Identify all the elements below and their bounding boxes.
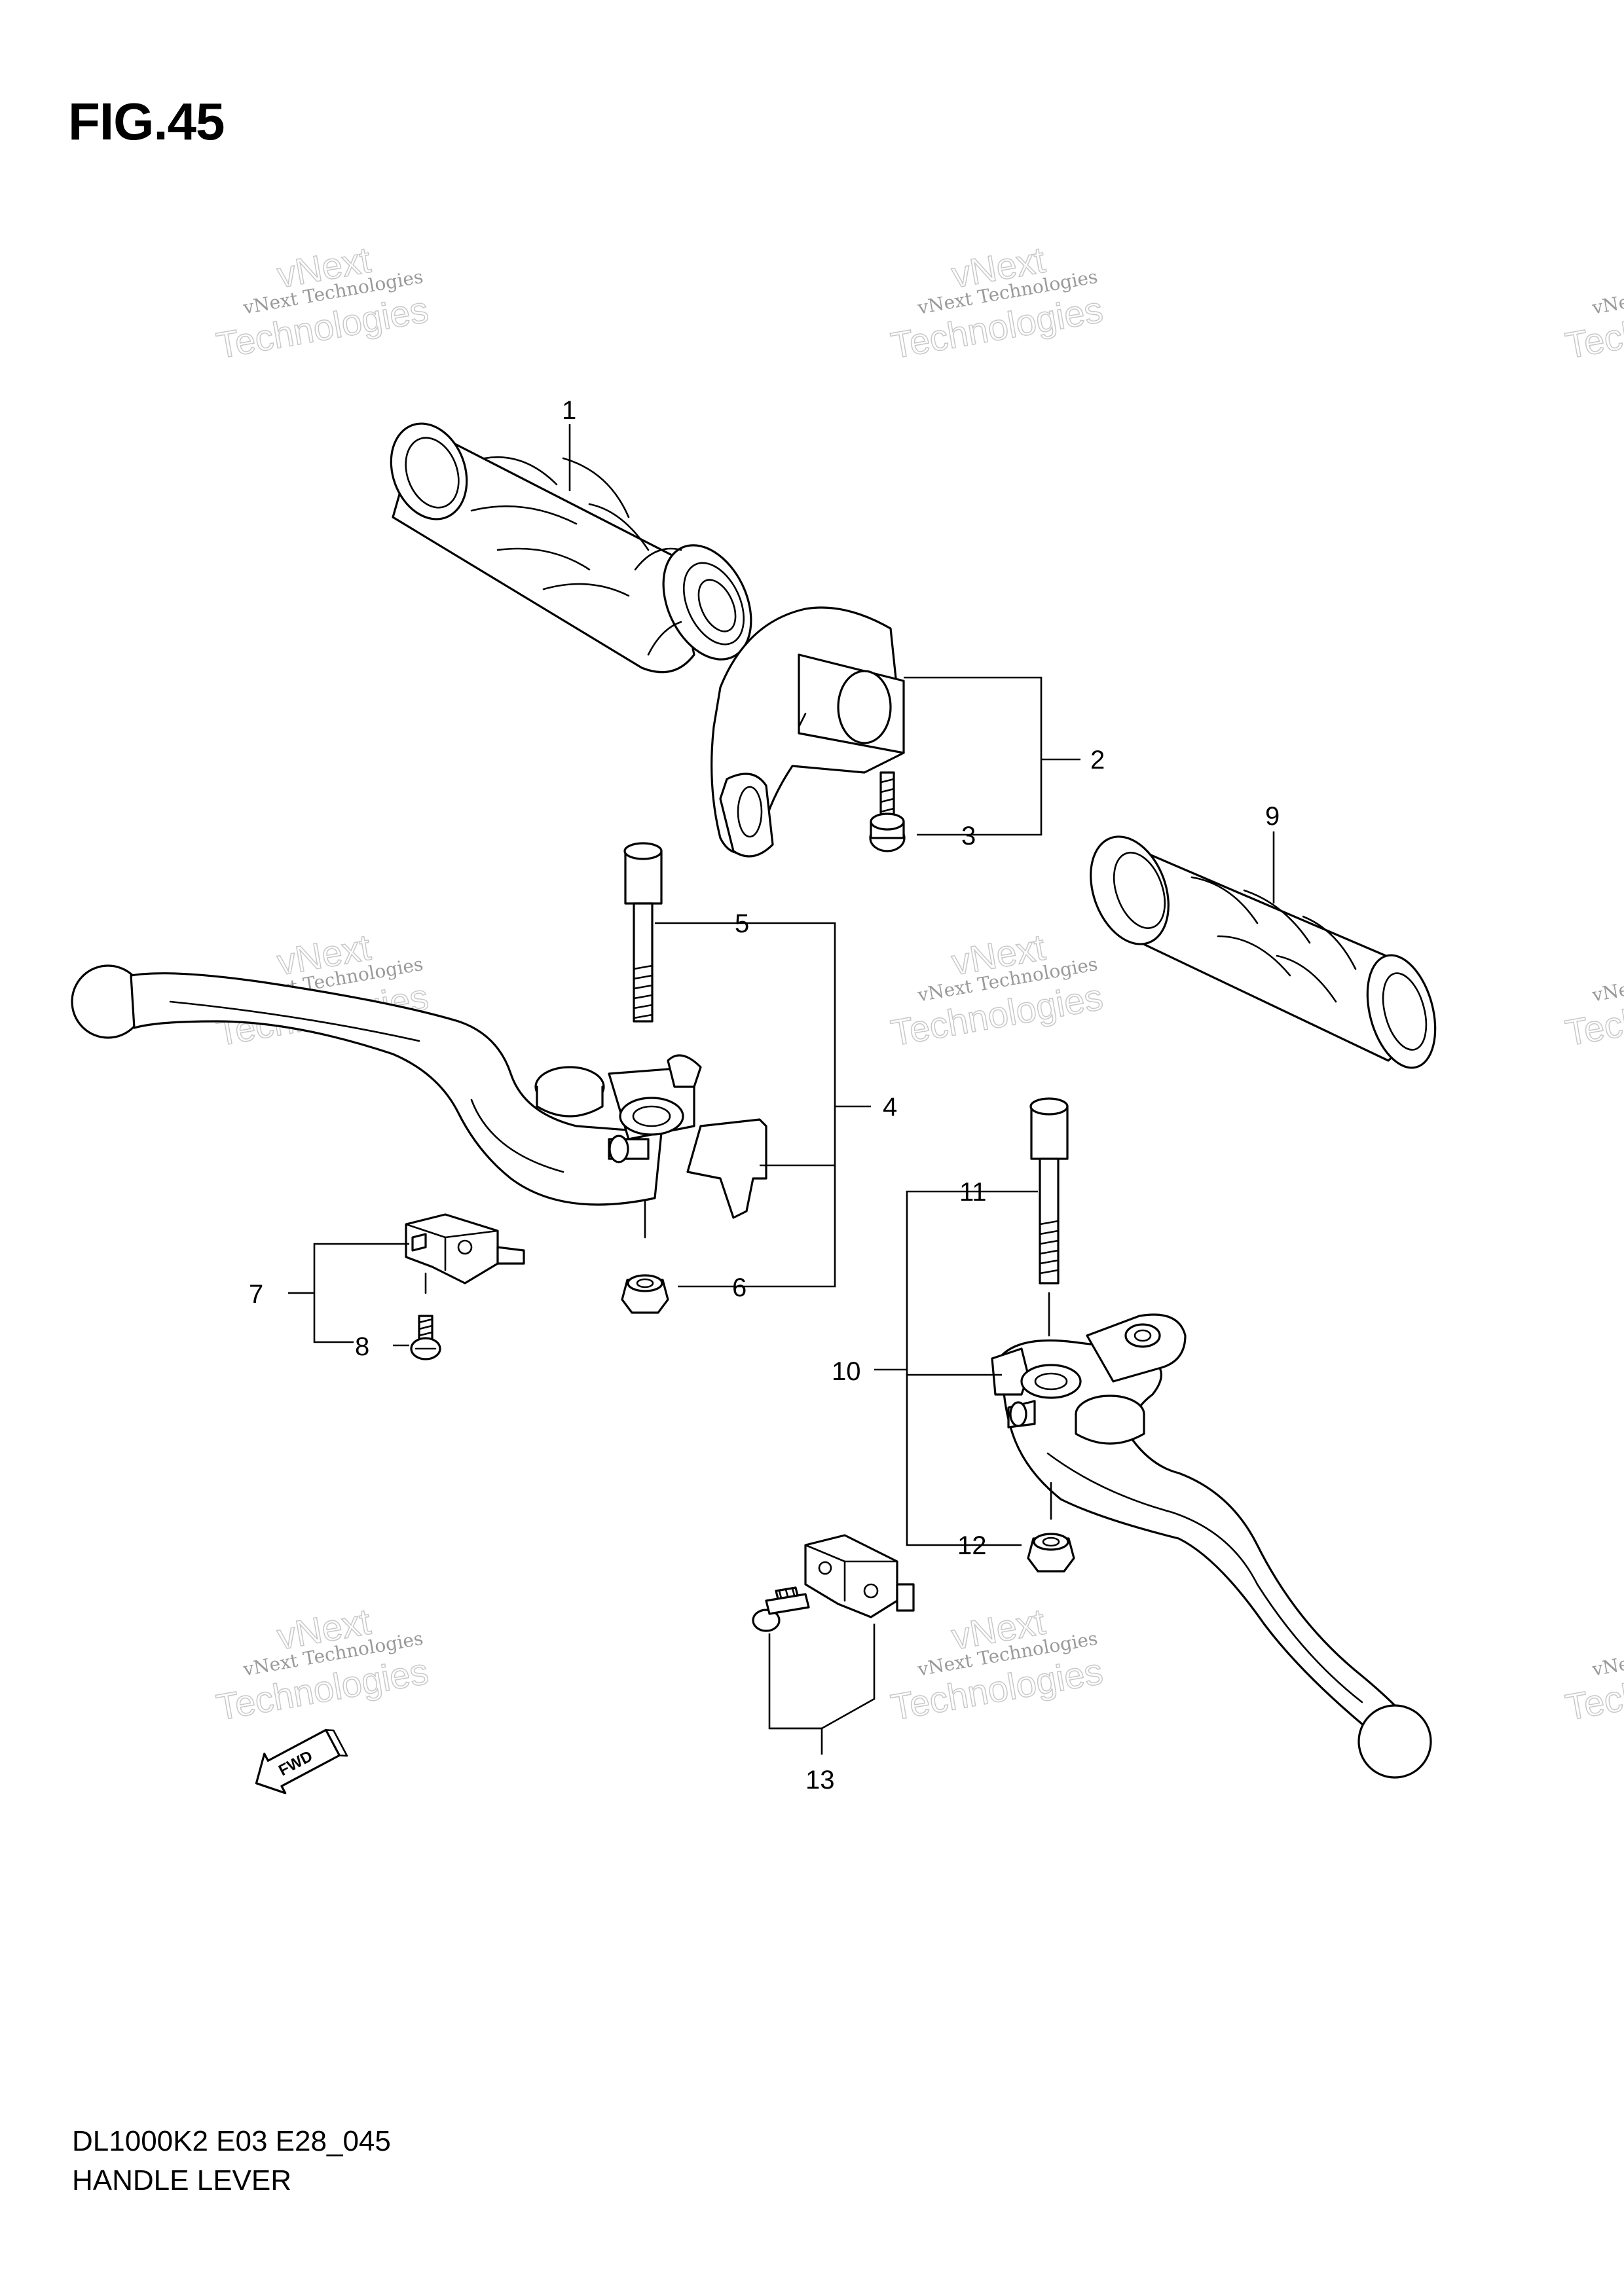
callout-6: 6 <box>732 1273 747 1302</box>
callout-11: 11 <box>959 1178 987 1207</box>
front-brake-switch-part-7 <box>405 1213 525 1285</box>
lever-bolt-part-5 <box>623 842 663 1023</box>
callout-4: 4 <box>883 1093 897 1121</box>
callout-3: 3 <box>961 822 976 850</box>
diagram-code: DL1000K2 E03 E28_045 <box>72 2125 391 2157</box>
callout-10: 10 <box>832 1357 861 1386</box>
watermark-text: vNext Technologies <box>1590 266 1624 319</box>
clutch-lever-nut-part-12 <box>1027 1482 1075 1573</box>
callout-numbers: 1 2 3 4 5 6 7 8 9 10 11 12 13 <box>249 396 1280 1795</box>
callout-5: 5 <box>735 909 749 938</box>
lever-nut-part-6 <box>621 1200 669 1314</box>
callout-13: 13 <box>805 1766 835 1795</box>
callout-2: 2 <box>1090 746 1105 774</box>
watermark-text: vNext Technologies <box>1590 1628 1624 1681</box>
callout-9: 9 <box>1265 802 1280 831</box>
leader-lines <box>288 424 1275 1755</box>
forward-direction-arrow: FWD <box>255 1728 348 1795</box>
callout-1: 1 <box>562 396 576 425</box>
clutch-lever-bolt-part-11 <box>1029 1097 1069 1337</box>
switch-screw-part-8 <box>410 1272 441 1360</box>
callout-8: 8 <box>355 1332 369 1361</box>
callout-7: 7 <box>249 1280 263 1309</box>
throttle-grip-part-1 <box>390 422 752 674</box>
front-brake-lever-part-4 <box>71 964 767 1219</box>
left-grip-part-9 <box>1090 835 1437 1069</box>
housing-screw-part-3 <box>869 771 906 852</box>
throttle-housing-part-2 <box>710 606 905 858</box>
clutch-switch-part-13 <box>752 1534 915 1632</box>
figure-title: FIG.45 <box>68 92 225 151</box>
watermark-text: vNext Technologies <box>1590 953 1624 1006</box>
callout-12: 12 <box>957 1531 987 1560</box>
diagram-name: HANDLE LEVER <box>72 2164 292 2196</box>
clutch-lever-part-10 <box>991 1313 1432 1779</box>
